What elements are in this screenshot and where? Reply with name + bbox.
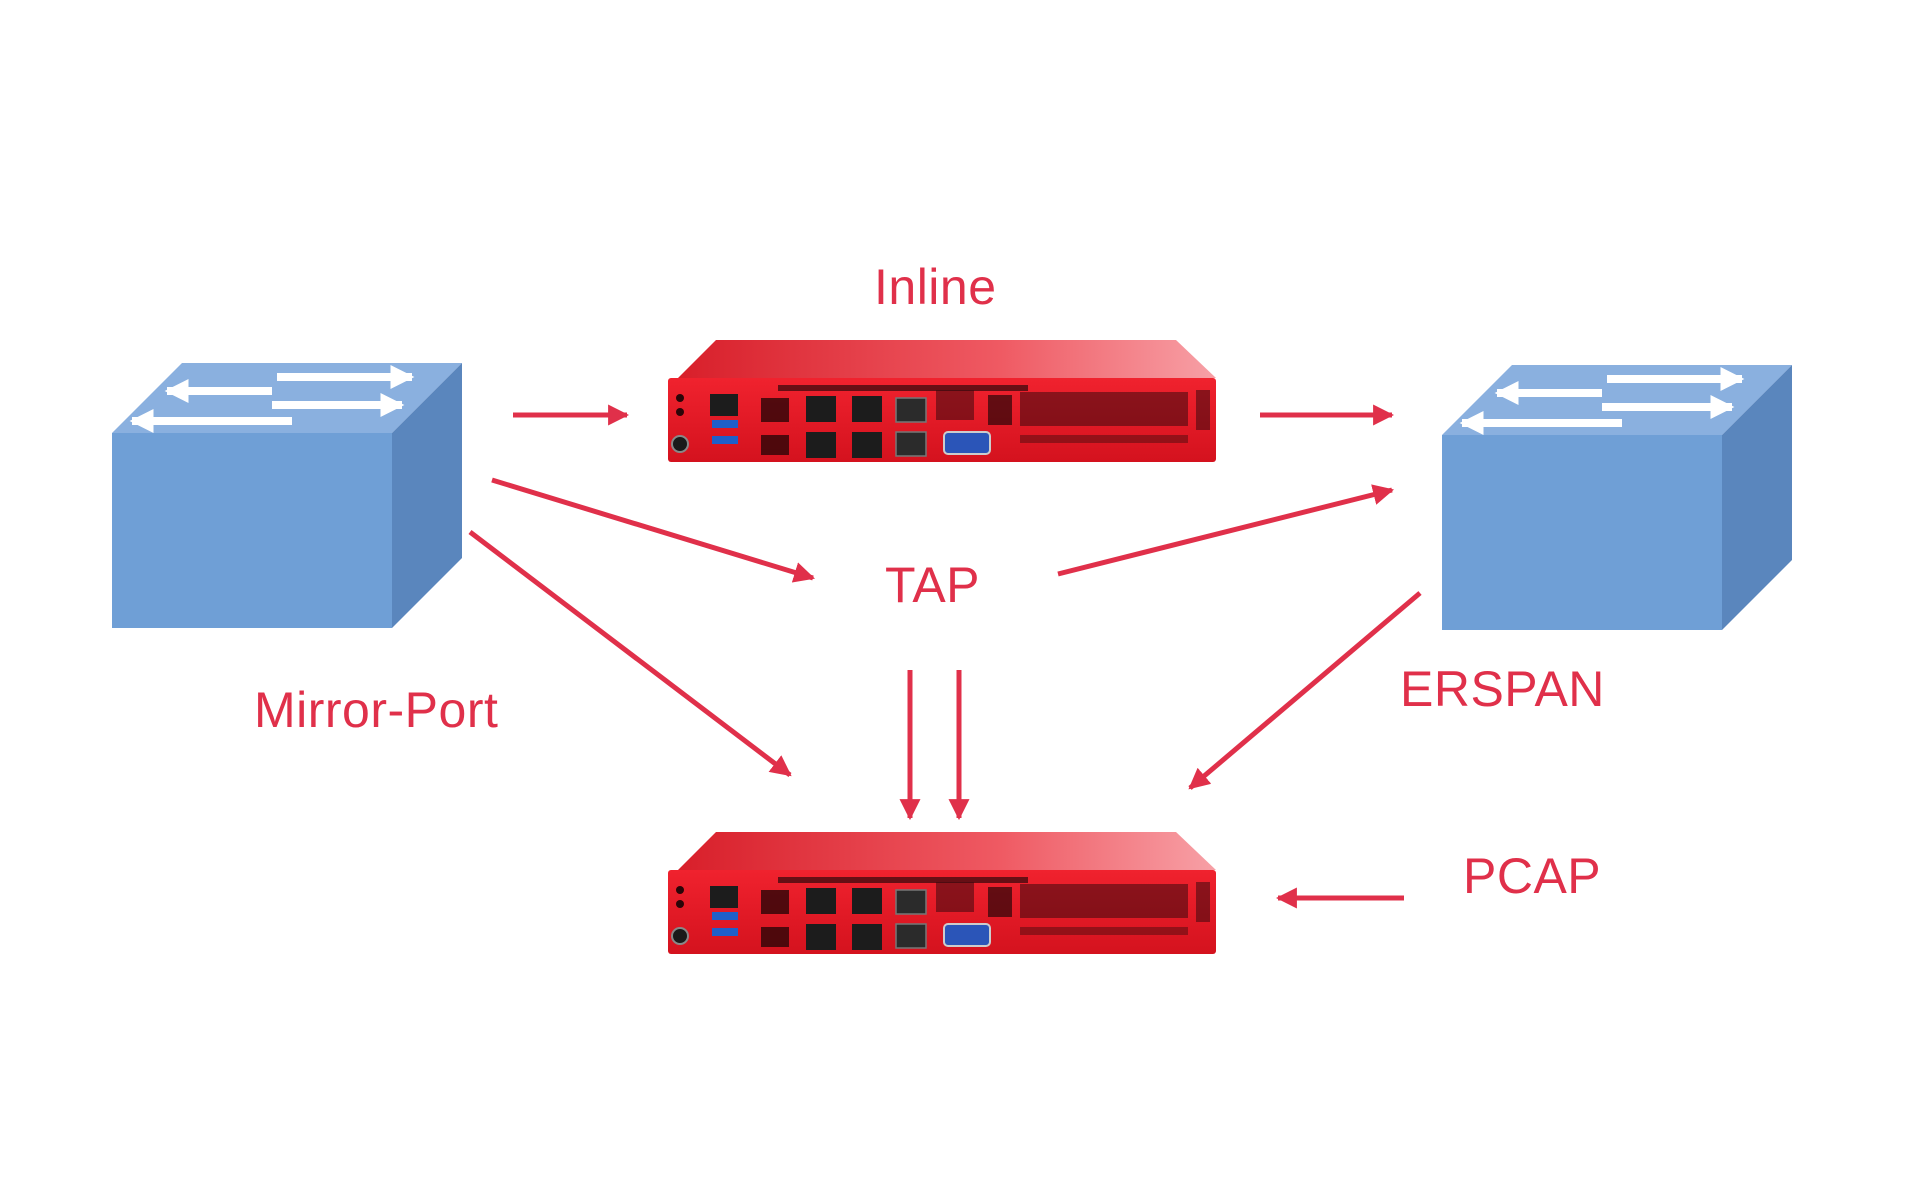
label-erspan: ERSPAN <box>1400 661 1605 717</box>
right-switch-icon <box>1442 365 1792 630</box>
label-pcap: PCAP <box>1463 848 1602 904</box>
capture-appliance-icon <box>667 831 1217 955</box>
arrow-switch-to-tap <box>491 477 816 583</box>
arrow-tap-to-switch <box>1057 484 1395 577</box>
arrow-erspan <box>1188 591 1422 790</box>
label-inline: Inline <box>874 259 997 315</box>
label-mirror-port: Mirror-Port <box>254 682 499 738</box>
arrow-mirror-port <box>468 530 792 777</box>
left-switch-icon <box>112 363 462 628</box>
label-tap: TAP <box>885 557 981 613</box>
inline-appliance-icon <box>667 339 1217 463</box>
